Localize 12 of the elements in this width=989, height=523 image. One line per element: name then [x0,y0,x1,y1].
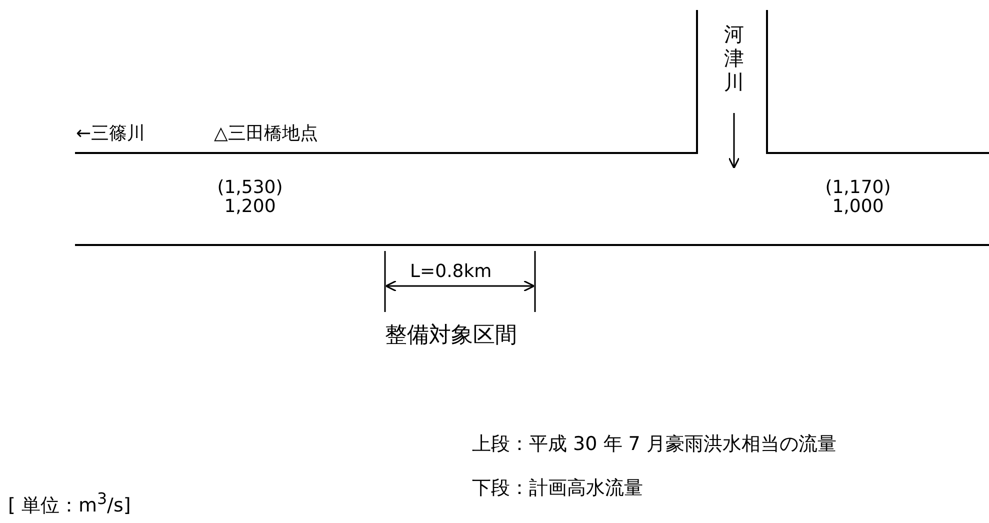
section-label: 整備対象区間 [385,324,517,348]
dimension-label: L=0.8km [410,262,492,282]
river-name: ←三篠川 [76,124,146,144]
river-name: 河津川 [724,22,745,94]
legend-note: 上段：平成 30 年 7 月豪雨洪水相当の流量 [472,434,836,455]
unit-note: [ 単位：m$^{3}$/s] [8,490,131,516]
legend-note: 下段：計画高水流量 [472,478,643,499]
flow-value: (1,170) [824,178,892,198]
flow-value: (1,530) [216,178,284,198]
flow-value: 1,000 [831,197,885,217]
flow-value: 1,200 [223,197,277,217]
station-name: △三田橋地点 [214,124,318,144]
